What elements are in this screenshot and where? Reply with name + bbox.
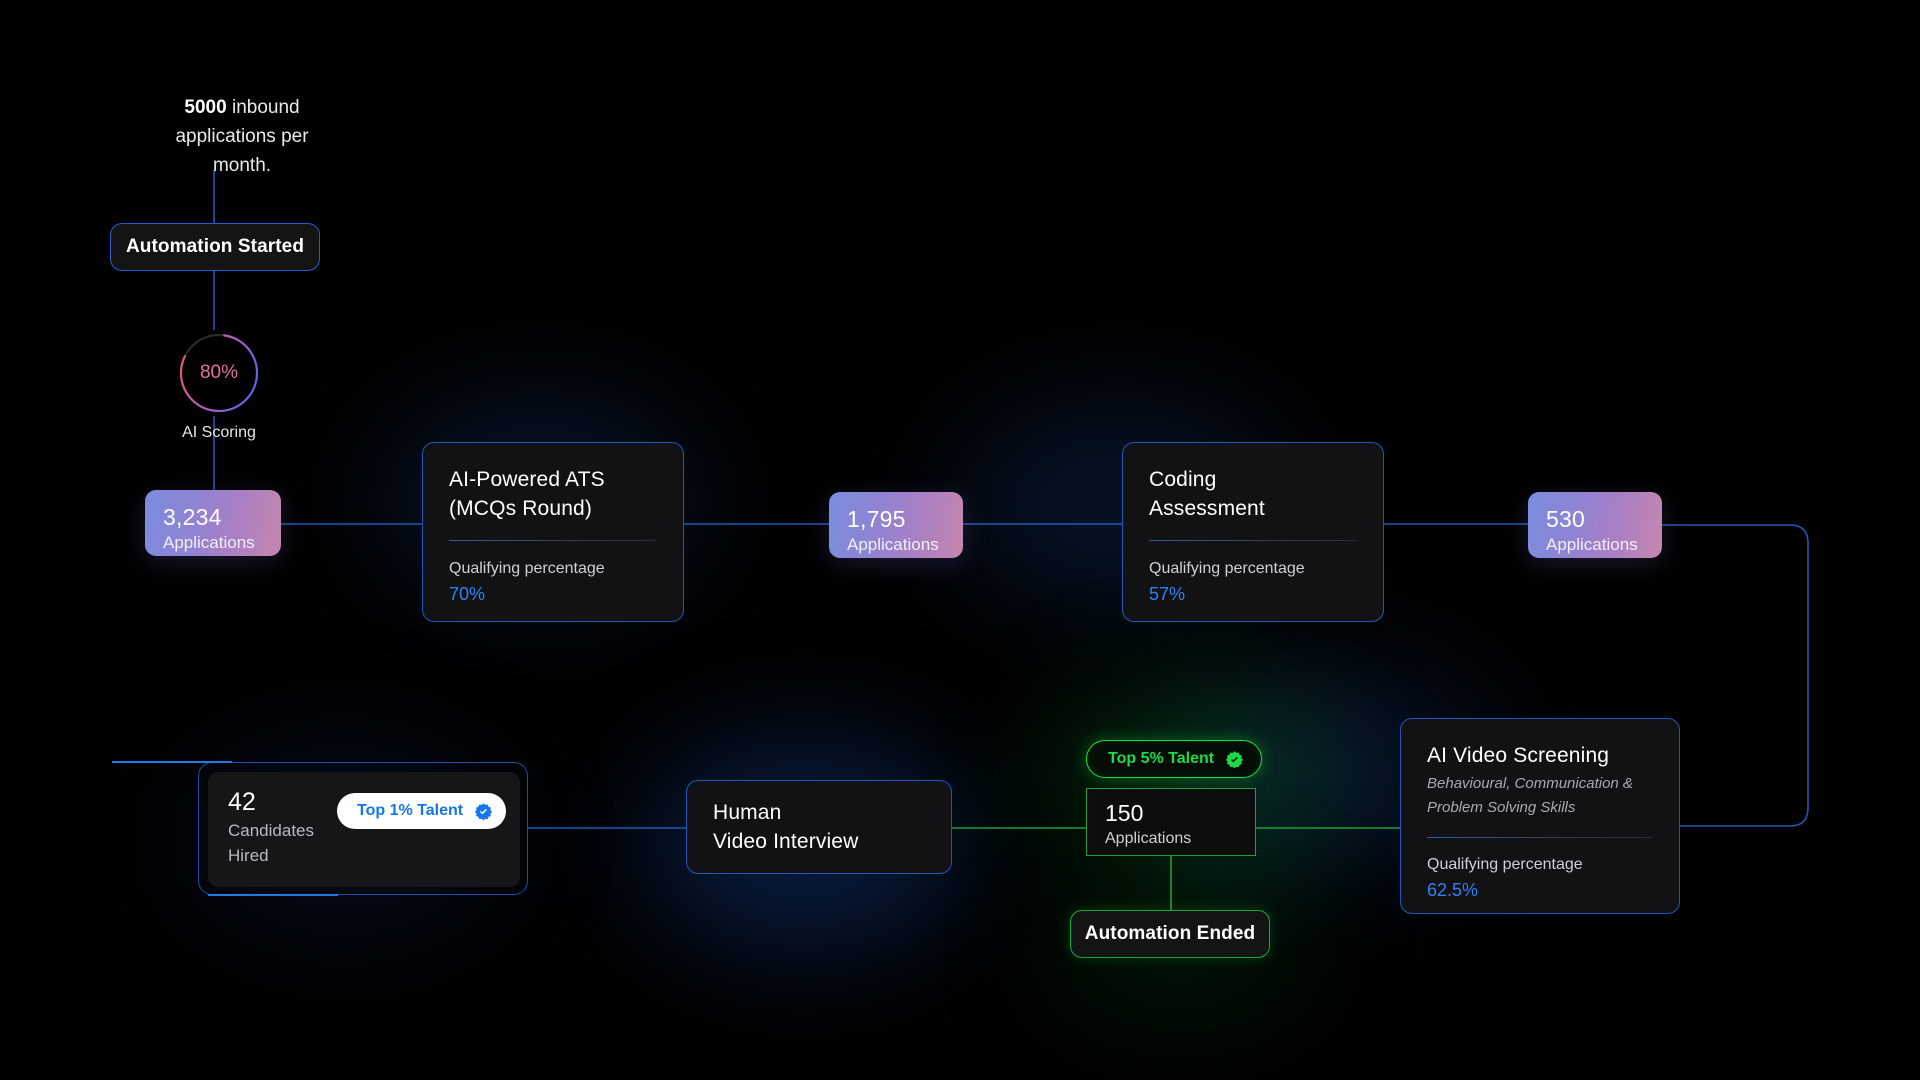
verified-check-icon [474, 802, 493, 821]
badge-top-5-percent-talent[interactable]: Top 5% Talent [1086, 740, 1263, 778]
hired-count: 42 [228, 788, 256, 816]
qualifying-percentage-label: Qualifying percentage [1427, 856, 1583, 873]
stage-subtitle-line1: Behavioural, Communication & [1427, 775, 1633, 792]
qualifying-percentage-label: Qualifying percentage [449, 560, 605, 577]
ai-scoring-caption: AI Scoring [182, 424, 256, 441]
applications-card-150[interactable]: 150 Applications [1086, 788, 1256, 856]
applications-card-3234[interactable]: 3,234 Applications [145, 490, 281, 556]
badge-label: Top 1% Talent [357, 802, 464, 819]
applications-label: Applications [163, 533, 255, 552]
card-divider [1149, 540, 1357, 541]
stage-title-line1: Human [713, 801, 782, 824]
stage-title-line2: Assessment [1149, 497, 1265, 520]
stage-title-line2: (MCQs Round) [449, 497, 592, 520]
automation-ended-button[interactable]: Automation Ended [1070, 910, 1270, 958]
stage-title-line1: Coding [1149, 468, 1217, 491]
card-divider [1427, 837, 1653, 838]
stage-card-human-video-interview[interactable]: Human Video Interview [686, 780, 952, 874]
stage-subtitle-line2: Problem Solving Skills [1427, 799, 1576, 816]
qualifying-percentage-value: 62.5% [1427, 880, 1479, 900]
stage-title: AI Video Screening [1427, 744, 1610, 767]
hired-card-accent-bottom [208, 894, 338, 896]
hired-card-accent-top [112, 761, 232, 763]
ai-scoring-percent: 80% [199, 362, 239, 383]
hired-label-line2: Hired [228, 846, 269, 865]
hired-label-line1: Candidates [228, 821, 315, 840]
stage-card-ai-video-screening[interactable]: AI Video Screening Behavioural, Communic… [1400, 718, 1680, 914]
badge-label: Top 5% Talent [1108, 750, 1215, 767]
applications-count: 150 [1105, 800, 1144, 826]
inbound-rest: inbound applications per month. [175, 97, 309, 176]
qualifying-percentage-value: 57% [1149, 584, 1186, 604]
qualifying-percentage-value: 70% [449, 584, 486, 604]
badge-top-1-percent-talent[interactable]: Top 1% Talent [337, 793, 507, 829]
applications-count: 530 [1546, 506, 1585, 532]
stage-card-ai-powered-ats[interactable]: AI-Powered ATS (MCQs Round) Qualifying p… [422, 442, 684, 622]
qualifying-percentage-label: Qualifying percentage [1149, 560, 1305, 577]
applications-count: 1,795 [847, 506, 906, 532]
ai-scoring-ring: 80% [176, 330, 262, 416]
applications-card-1795[interactable]: 1,795 Applications [829, 492, 963, 558]
candidates-hired-inner: 42 Candidates Hired [208, 772, 520, 887]
verified-check-icon [1225, 750, 1244, 769]
applications-label: Applications [1105, 830, 1192, 847]
inbound-applications-text: 5000 inbound applications per month. [152, 93, 332, 180]
applications-label: Applications [1546, 535, 1638, 554]
stage-title-line1: AI-Powered ATS [449, 468, 605, 491]
automation-started-button[interactable]: Automation Started [110, 223, 320, 271]
applications-label: Applications [847, 535, 939, 554]
stage-title-line2: Video Interview [713, 830, 859, 853]
applications-count: 3,234 [163, 504, 222, 530]
card-divider [449, 540, 657, 541]
applications-card-530[interactable]: 530 Applications [1528, 492, 1662, 558]
stage-card-coding-assessment[interactable]: Coding Assessment Qualifying percentage … [1122, 442, 1384, 622]
inbound-count: 5000 [184, 97, 227, 118]
candidates-hired-card[interactable]: 42 Candidates Hired [198, 762, 528, 895]
ai-scoring-gauge: 80% AI Scoring [176, 330, 262, 441]
